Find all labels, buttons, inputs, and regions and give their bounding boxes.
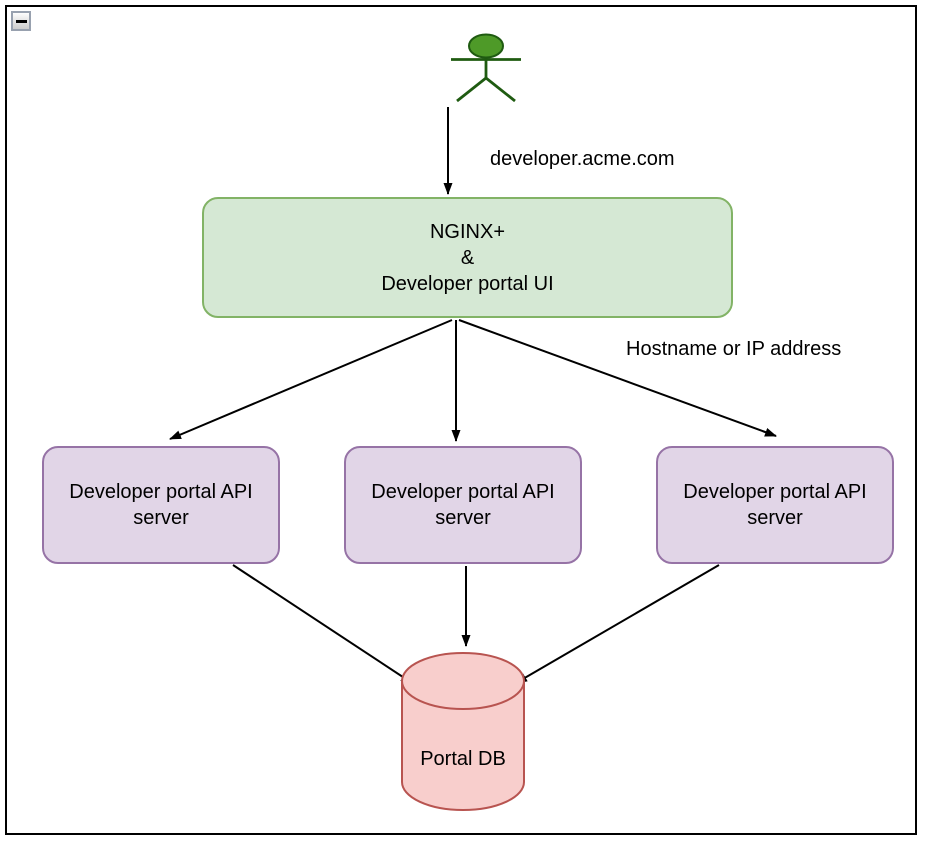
db-cylinder xyxy=(401,652,525,811)
minus-icon xyxy=(15,19,27,23)
node-api-server-1: Developer portal API server xyxy=(42,446,280,564)
node-api-server-3: Developer portal API server xyxy=(656,446,894,564)
collapse-button[interactable] xyxy=(11,11,31,31)
node-api-server-3-label: Developer portal API server xyxy=(683,481,867,529)
node-nginx-developer-portal-ui: NGINX+ & Developer portal UI xyxy=(202,197,733,318)
arrow-nginx-to-api1 xyxy=(169,319,453,440)
node-api-server-1-label: Developer portal API server xyxy=(69,481,253,529)
user-actor-icon xyxy=(451,33,521,103)
arrow-nginx-to-api3 xyxy=(458,319,777,437)
node-api-server-2: Developer portal API server xyxy=(344,446,582,564)
node-db-label: Portal DB xyxy=(420,748,506,770)
arrow-api1-to-db xyxy=(232,564,413,684)
arrow-api3-to-db xyxy=(515,564,720,684)
edge-label-domain: developer.acme.com xyxy=(490,148,675,170)
node-nginx-label: NGINX+ & Developer portal UI xyxy=(381,220,554,295)
node-api-server-2-label: Developer portal API server xyxy=(371,481,555,529)
edge-label-routing: Hostname or IP address xyxy=(626,338,842,360)
